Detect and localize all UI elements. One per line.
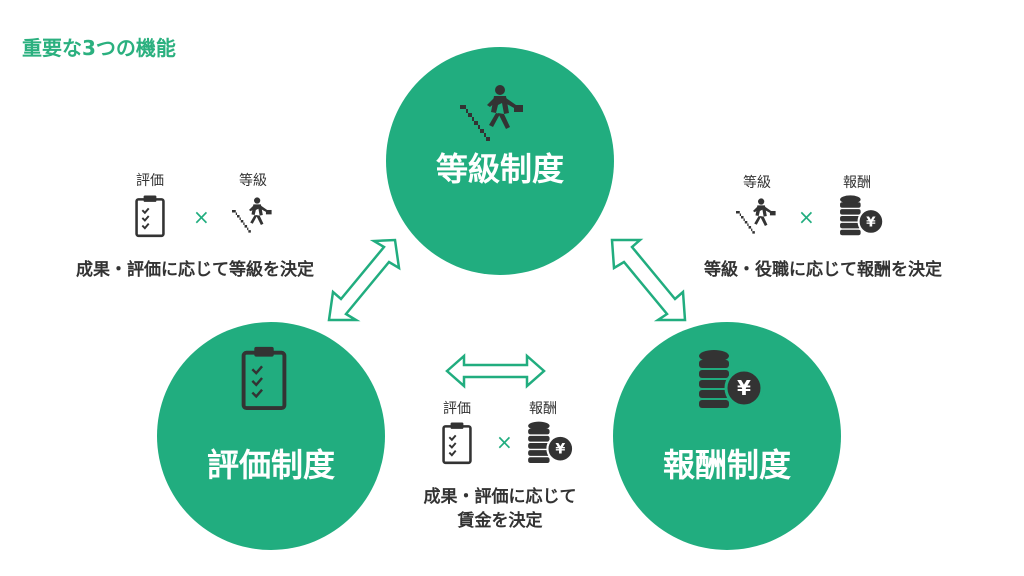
clipboard-checklist-icon xyxy=(442,422,472,465)
yen-coin-stack-icon: ¥ xyxy=(528,421,575,463)
eval-comp-left-label: 評価 xyxy=(443,401,471,417)
evaluation-system-title: 評価制度 xyxy=(206,446,335,484)
eval-grade-description: 成果・評価に応じて等級を決定 xyxy=(76,260,314,280)
clipboard-checklist-icon xyxy=(241,346,287,411)
eval-comp-description-line1: 成果・評価に応じて xyxy=(423,487,577,507)
clipboard-checklist-icon xyxy=(135,195,165,238)
grade-comp-description: 等級・役職に応じて報酬を決定 xyxy=(704,260,942,280)
svg-text:¥: ¥ xyxy=(555,442,565,458)
page-title: 重要な3つの機能 xyxy=(22,36,176,60)
grade-comp-right-label: 報酬 xyxy=(843,175,871,191)
eval-grade-right-label: 等級 xyxy=(239,173,267,189)
grade-comp-left-label: 等級 xyxy=(743,175,771,191)
stair-climb-businessman-icon xyxy=(460,85,523,141)
evaluation-system-circle: 評価制度 xyxy=(157,322,385,550)
eval-grade-left-label: 評価 xyxy=(136,173,164,189)
grade-system-circle: 等級制度 xyxy=(386,47,614,275)
eval-comp-right-label: 報酬 xyxy=(529,401,557,417)
svg-text:¥: ¥ xyxy=(866,214,876,230)
grade-comp-operator: × xyxy=(798,205,815,229)
yen-coin-stack-icon: ¥ xyxy=(840,195,885,236)
yen-coin-stack-icon: ¥ xyxy=(699,350,764,408)
svg-text:¥: ¥ xyxy=(737,376,751,400)
eval-grade-operator: × xyxy=(193,205,210,229)
stair-climb-businessman-icon xyxy=(232,197,272,233)
stair-climb-businessman-icon xyxy=(736,198,776,234)
eval-comp-description-line2: 賃金を決定 xyxy=(457,511,543,531)
compensation-system-circle: ¥ 報酬制度 xyxy=(613,322,841,550)
compensation-system-title: 報酬制度 xyxy=(662,446,791,484)
grade-system-title: 等級制度 xyxy=(435,150,564,188)
eval-comp-operator: × xyxy=(496,430,513,454)
